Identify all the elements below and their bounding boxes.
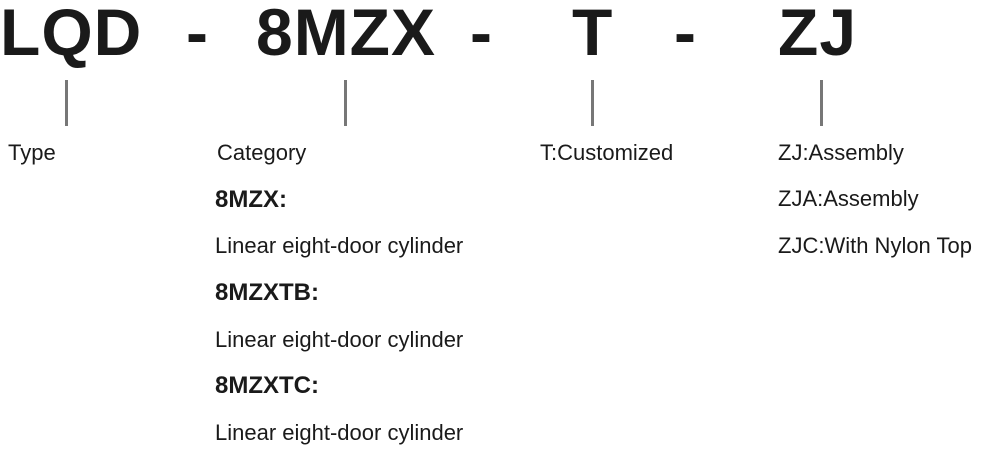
category-tick-line <box>344 80 347 126</box>
category-label: Category <box>217 140 307 165</box>
custom-tick-line <box>591 80 594 126</box>
category-option-desc: Linear eight-door cylinder <box>215 420 464 445</box>
separator-2: - <box>470 0 492 69</box>
category-option-desc: Linear eight-door cylinder <box>215 233 464 258</box>
assembly-option: ZJ:Assembly <box>778 140 904 165</box>
custom-code: T <box>572 0 614 69</box>
assembly-code: ZJ <box>778 0 858 69</box>
category-option-desc: Linear eight-door cylinder <box>215 327 464 352</box>
separator-1: - <box>186 0 208 69</box>
category-code: 8MZX <box>256 0 437 69</box>
separator-3: - <box>674 0 696 69</box>
category-option-code: 8MZXTB: <box>215 279 319 306</box>
category-option-code: 8MZX: <box>215 186 287 213</box>
custom-label: T:Customized <box>540 140 674 165</box>
type-tick-line <box>65 80 68 126</box>
assembly-tick-line <box>820 80 823 126</box>
type-code: LQD <box>0 0 143 69</box>
assembly-option: ZJC:With Nylon Top <box>778 233 972 258</box>
category-option-code: 8MZXTC: <box>215 372 319 399</box>
type-label: Type <box>8 140 56 165</box>
assembly-option: ZJA:Assembly <box>778 186 919 211</box>
